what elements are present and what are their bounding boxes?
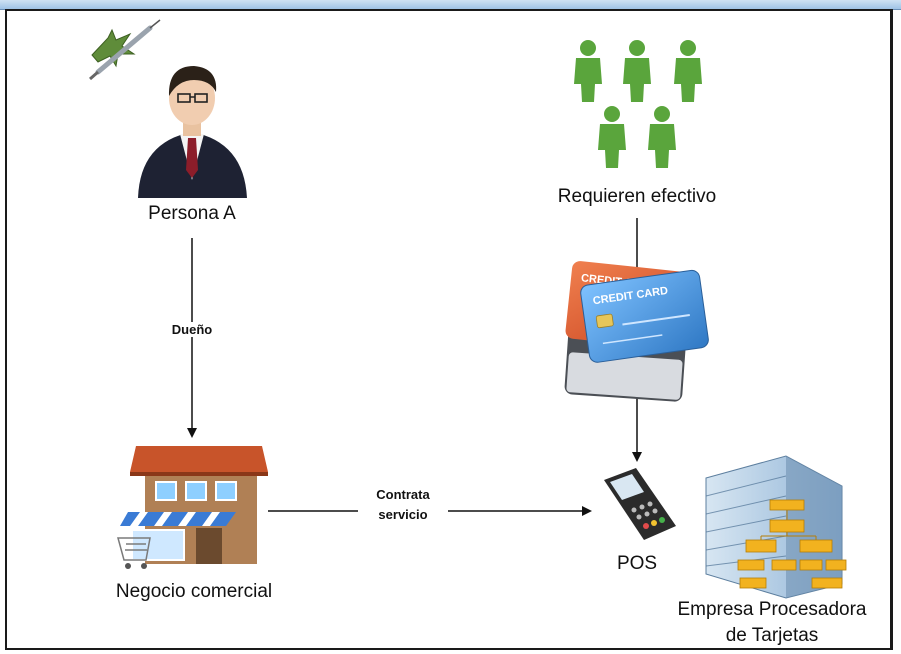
node-label-negocio: Negocio comercial: [115, 581, 273, 602]
edge-label-contrata-line2: servicio: [378, 507, 428, 522]
node-label-empresa-line2: de Tarjetas: [725, 625, 819, 646]
syringe-leaf-icon: [89, 19, 161, 81]
businessman-icon: [138, 66, 247, 198]
office-building-icon: [705, 455, 847, 599]
credit-cards-icon: CREDIT CARD CREDIT CARD: [564, 261, 709, 402]
edge-label-contrata: Contrata servicio: [358, 485, 448, 525]
node-label-empresa-line1: Empresa Procesadora: [677, 599, 867, 620]
node-label-persona: Persona A: [148, 203, 236, 224]
pos-terminal-icon: [604, 468, 676, 540]
node-label-requieren: Requieren efectivo: [557, 186, 717, 207]
edge-label-contrata-line1: Contrata: [376, 487, 430, 502]
node-label-pos: POS: [616, 553, 658, 574]
diagram-frame: [5, 9, 893, 650]
people-group-icon: [574, 40, 702, 168]
node-label-empresa: Empresa Procesadora de Tarjetas: [654, 597, 890, 649]
edge-label-dueno: Dueño: [158, 322, 226, 337]
store-icon: [117, 446, 268, 569]
